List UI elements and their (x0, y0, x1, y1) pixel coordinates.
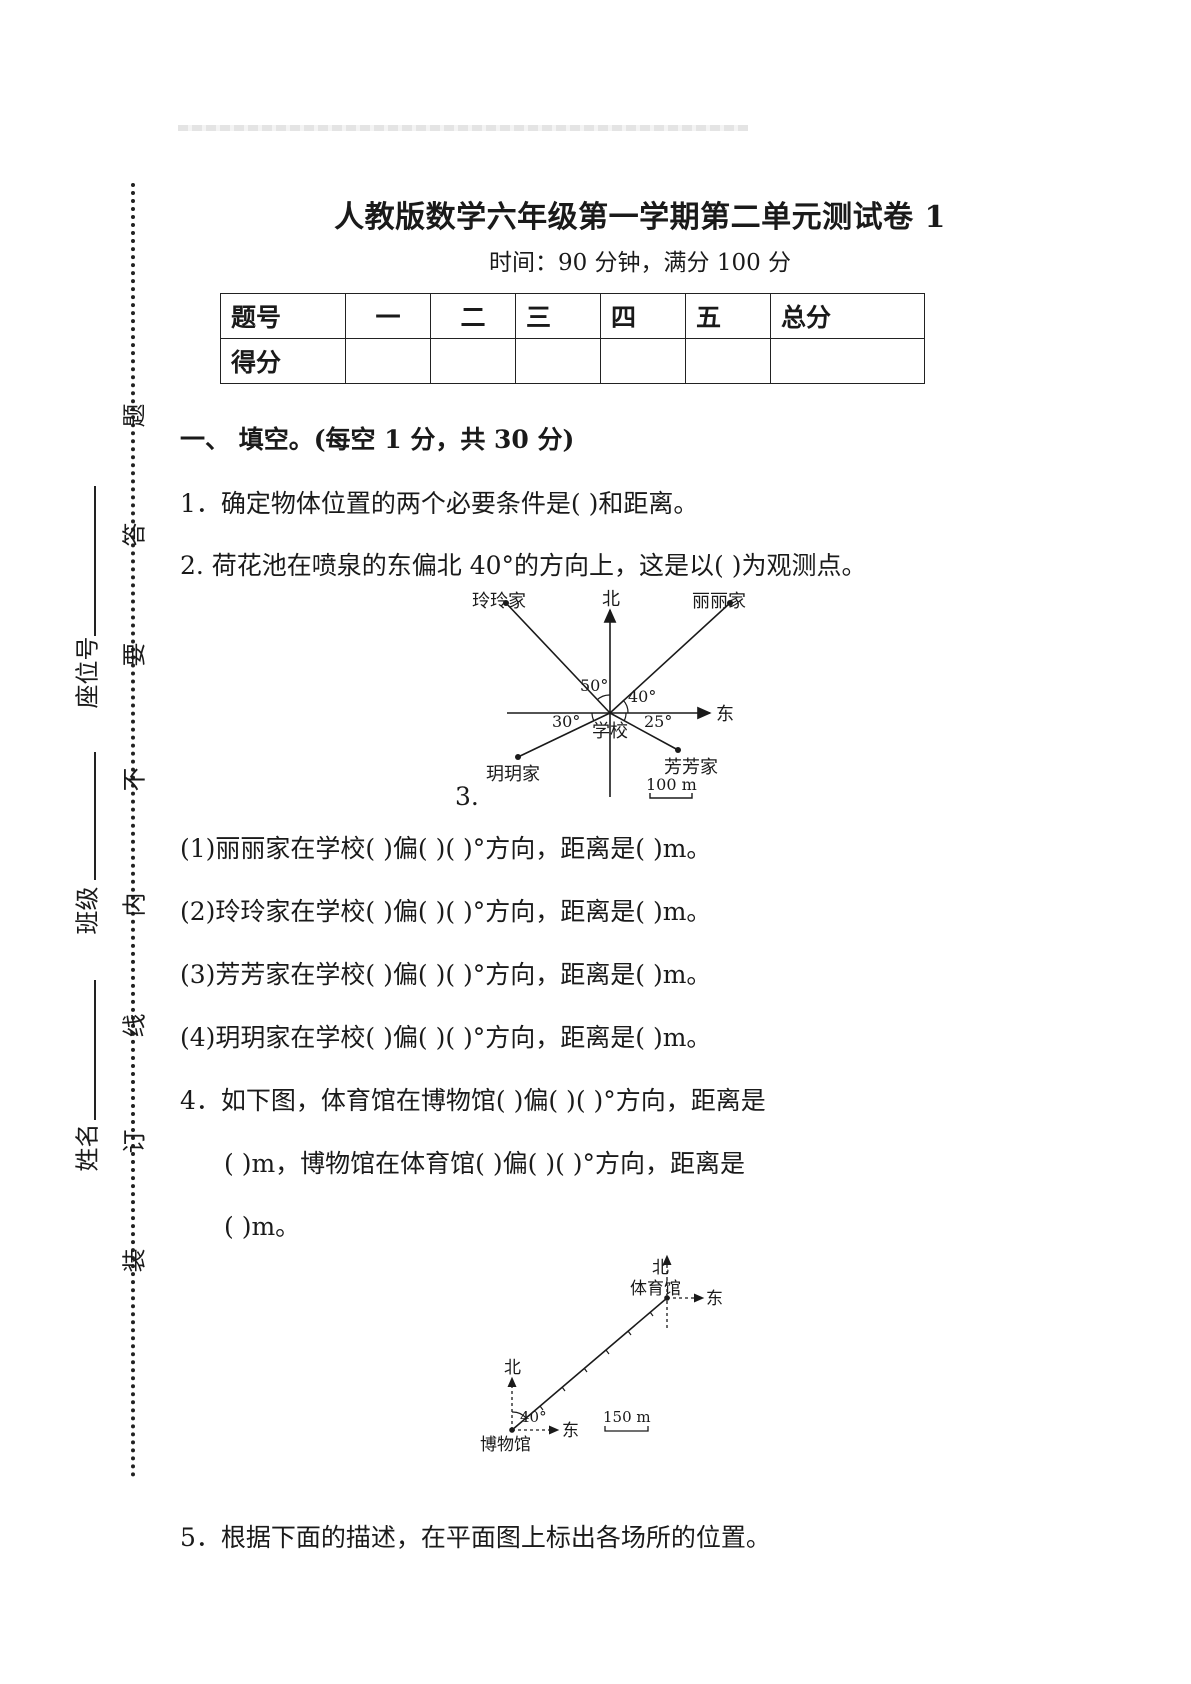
score-input-cell[interactable] (345, 338, 431, 384)
question-3-item-3: (3)芳芳家在学校( )偏( )( )°方向，距离是( )m。 (180, 960, 712, 989)
gym-east-label: 东 (706, 1289, 723, 1309)
name-line (94, 980, 96, 1120)
question-3-item-1: (1)丽丽家在学校( )偏( )( )°方向，距离是( )m。 (180, 834, 712, 863)
figure-museum-gymnasium: 北 体育馆 东 北 40° 东 博物馆 150 m (480, 1254, 723, 1455)
arc-ne (622, 699, 629, 714)
distance-ticks (539, 1311, 654, 1411)
seat-number-label: 座位号 (73, 636, 102, 709)
scan-artifact-line (178, 125, 748, 131)
ray-nw (505, 602, 611, 714)
scale-label: 100 m (646, 775, 697, 794)
score-table-header-row: 题号 一 二 三 四 五 总分 (220, 293, 925, 339)
seal-char: 订 (120, 1129, 149, 1154)
question-3-item-4: (4)玥玥家在学校( )偏( )( )°方向，距离是( )m。 (180, 1023, 712, 1052)
question-4-line-2: ( )m，博物馆在体育馆( )偏( )( )°方向，距离是 (224, 1149, 746, 1178)
ray-sw (517, 712, 611, 758)
ray-ne (609, 602, 731, 714)
ray-se (609, 712, 679, 751)
label-se: 芳芳家 (664, 757, 718, 778)
class-label: 班级 (73, 886, 102, 935)
label-ne: 丽丽家 (692, 591, 746, 612)
seat-number-line (94, 486, 96, 636)
page-subtitle: 时间：90 分钟，满分 100 分 (488, 250, 792, 276)
score-input-cell[interactable] (685, 338, 771, 384)
seal-char: 题 (120, 403, 149, 428)
seal-char: 答 (120, 522, 149, 547)
score-header-cell: 总分 (770, 293, 925, 339)
question-1: 1．确定物体位置的两个必要条件是( )和距离。 (180, 489, 699, 518)
score-header-cell: 题号 (220, 293, 346, 339)
seal-char: 线 (120, 1013, 149, 1038)
binding-dotted-line (131, 183, 135, 1478)
angle-nw: 50° (580, 676, 608, 695)
score-header-cell: 三 (515, 293, 601, 339)
score-table: 题号 一 二 三 四 五 总分 得分 (220, 293, 925, 384)
seal-char: 要 (120, 642, 149, 667)
score-header-cell: 四 (600, 293, 686, 339)
seal-char: 内 (120, 892, 149, 917)
gym-north-label: 北 (652, 1258, 669, 1278)
score-header-cell: 二 (430, 293, 516, 339)
label-east: 东 (716, 704, 734, 725)
question-3-label: 3. (455, 782, 479, 811)
score-header-cell: 五 (685, 293, 771, 339)
label-sw: 玥玥家 (486, 764, 540, 785)
name-label: 姓名 (73, 1123, 102, 1172)
museum-label: 博物馆 (480, 1435, 531, 1455)
scale-bar (604, 1426, 649, 1432)
page-title: 人教版数学六年级第一学期第二单元测试卷 1 (334, 200, 946, 235)
question-5: 5．根据下面的描述，在平面图上标出各场所的位置。 (180, 1523, 771, 1552)
angle-label: 40° (520, 1408, 547, 1426)
score-header-cell: 一 (345, 293, 431, 339)
score-input-cell[interactable] (600, 338, 686, 384)
class-line (94, 752, 96, 880)
question-4-line-3: ( )m。 (224, 1212, 301, 1241)
arc-se (623, 712, 627, 722)
angle-se: 25° (644, 712, 672, 731)
scale-bar (649, 793, 693, 799)
angle-sw: 30° (552, 712, 580, 731)
connecting-line (511, 1297, 668, 1431)
museum-north-label: 北 (504, 1358, 521, 1378)
score-input-cell[interactable] (770, 338, 925, 384)
score-input-cell[interactable] (515, 338, 601, 384)
score-table-score-row: 得分 (220, 338, 925, 384)
label-center: 学校 (592, 721, 628, 742)
score-row-label: 得分 (220, 338, 346, 384)
arc-nw (596, 694, 611, 701)
score-input-cell[interactable] (430, 338, 516, 384)
angle-ne: 40° (628, 687, 656, 706)
museum-east-label: 东 (562, 1421, 579, 1441)
question-3-item-2: (2)玲玲家在学校( )偏( )( )°方向，距离是( )m。 (180, 897, 712, 926)
seal-char: 装 (120, 1248, 149, 1273)
seal-char: 不 (120, 767, 149, 792)
label-nw: 玲玲家 (472, 591, 526, 612)
label-north: 北 (602, 589, 620, 610)
question-4-line-1: 4．如下图，体育馆在博物馆( )偏( )( )°方向，距离是 (180, 1086, 766, 1115)
figure-school-directions: 北 东 学校 玲玲家 丽丽家 芳芳家 玥玥家 50° 40° 25° 30° 1… (472, 589, 746, 799)
angle-arc (511, 1411, 527, 1419)
gym-label: 体育馆 (630, 1279, 681, 1299)
arc-sw (591, 712, 595, 722)
section-heading: 一、 填空。(每空 1 分，共 30 分) (180, 425, 575, 454)
scale-label: 150 m (603, 1408, 651, 1426)
question-2: 2. 荷花池在喷泉的东偏北 40°的方向上，这是以( )为观测点。 (180, 551, 867, 580)
